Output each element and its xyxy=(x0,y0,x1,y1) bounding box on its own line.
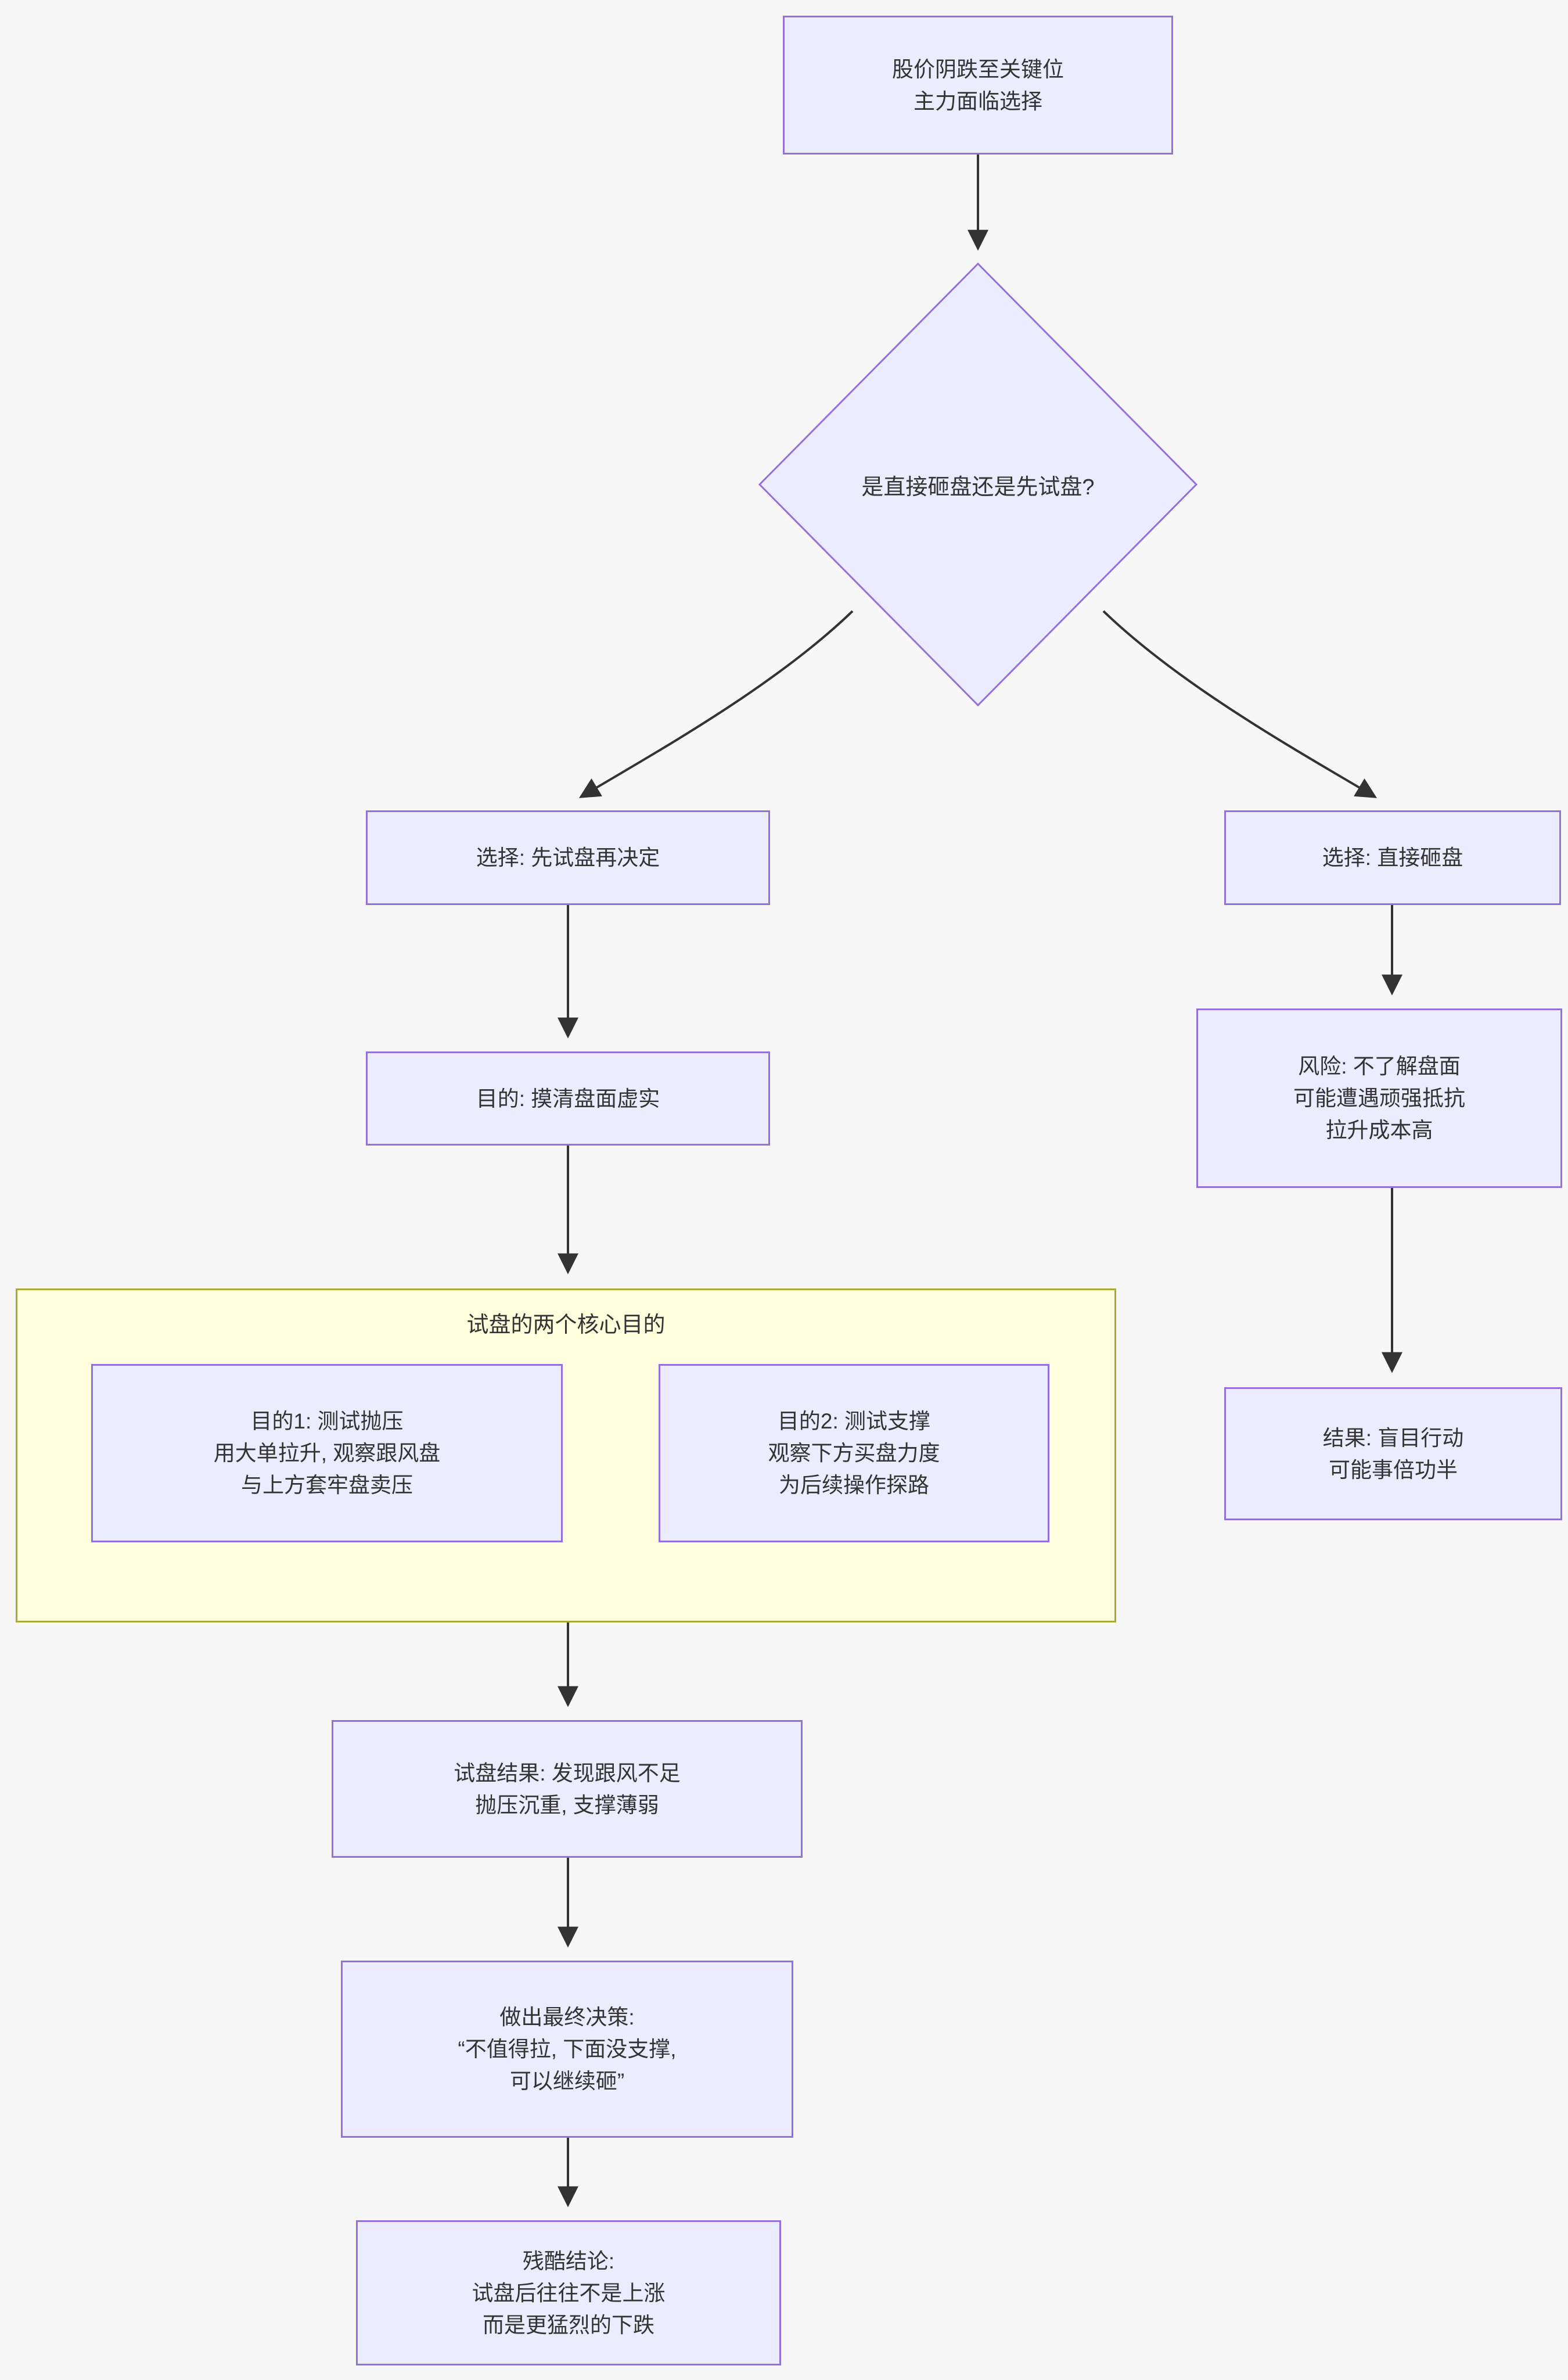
node-text-line: 目的: 摸清盘面虚实 xyxy=(476,1086,660,1111)
node-text-line: 残酷结论: xyxy=(522,2249,615,2273)
node-text-line: 风险: 不了解盘面 xyxy=(1298,1054,1461,1078)
node-text-line: 用大单拉升, 观察跟风盘 xyxy=(213,1441,441,1465)
node-text-line: 可能遭遇顽强抵抗 xyxy=(1293,1086,1465,1110)
risk-node: 风险: 不了解盘面 可能遭遇顽强抵抗 拉升成本高 xyxy=(1196,1008,1562,1188)
decision-diamond xyxy=(758,262,1198,707)
node-text-line: 观察下方买盘力度 xyxy=(768,1441,940,1465)
node-text-line: 而是更猛烈的下跌 xyxy=(483,2313,654,2337)
node-text-line: 选择: 先试盘再决定 xyxy=(476,846,660,870)
node-text-line: 为后续操作探路 xyxy=(779,1473,929,1497)
node-text-line: 可能事倍功半 xyxy=(1329,1458,1458,1482)
choice-test-node: 选择: 先试盘再决定 xyxy=(366,810,770,905)
conclusion-node: 残酷结论: 试盘后往往不是上涨 而是更猛烈的下跌 xyxy=(356,2220,781,2365)
final-decision-node: 做出最终决策: “不值得拉, 下面没支撑, 可以继续砸” xyxy=(341,1961,793,2138)
node-text-line: “不值得拉, 下面没支撑, xyxy=(458,2037,677,2061)
decision-diamond-label: 是直接砸盘还是先试盘? xyxy=(769,465,1187,504)
blind-result-node: 结果: 盲目行动 可能事倍功半 xyxy=(1224,1387,1562,1520)
node-text-line: 拉升成本高 xyxy=(1325,1118,1433,1142)
goal2-node: 目的2: 测试支撑 观察下方买盘力度 为后续操作探路 xyxy=(659,1364,1049,1542)
node-text-line: 目的2: 测试支撑 xyxy=(777,1409,931,1433)
trial-result-node: 试盘结果: 发现跟风不足 抛压沉重, 支撑薄弱 xyxy=(332,1720,803,1858)
start-node: 股价阴跌至关键位 主力面临选择 xyxy=(783,16,1173,155)
node-text-line: 试盘后往往不是上涨 xyxy=(472,2281,666,2305)
node-text-line: 抛压沉重, 支撑薄弱 xyxy=(475,1793,659,1817)
choice-smash-node: 选择: 直接砸盘 xyxy=(1224,810,1561,905)
node-text-line: 主力面临选择 xyxy=(914,89,1042,113)
node-text-line: 是直接砸盘还是先试盘? xyxy=(861,475,1095,500)
node-text-line: 做出最终决策: xyxy=(499,2005,635,2029)
goals-container-title: 试盘的两个核心目的 xyxy=(466,1313,666,1337)
node-text-line: 股价阴跌至关键位 xyxy=(892,57,1064,81)
purpose-node: 目的: 摸清盘面虚实 xyxy=(366,1051,770,1146)
goal1-node: 目的1: 测试抛压 用大单拉升, 观察跟风盘 与上方套牢盘卖压 xyxy=(91,1364,563,1542)
node-text-line: 试盘结果: 发现跟风不足 xyxy=(454,1761,681,1785)
node-text-line: 与上方套牢盘卖压 xyxy=(241,1473,413,1497)
node-text-line: 可以继续砸” xyxy=(509,2069,625,2093)
edge-decision-to-choice-smash xyxy=(1102,610,1378,798)
node-text-line: 目的1: 测试抛压 xyxy=(250,1409,404,1433)
node-text-line: 结果: 盲目行动 xyxy=(1322,1426,1464,1450)
node-text-line: 选择: 直接砸盘 xyxy=(1322,846,1463,870)
edge-decision-to-choice-test xyxy=(578,610,854,798)
